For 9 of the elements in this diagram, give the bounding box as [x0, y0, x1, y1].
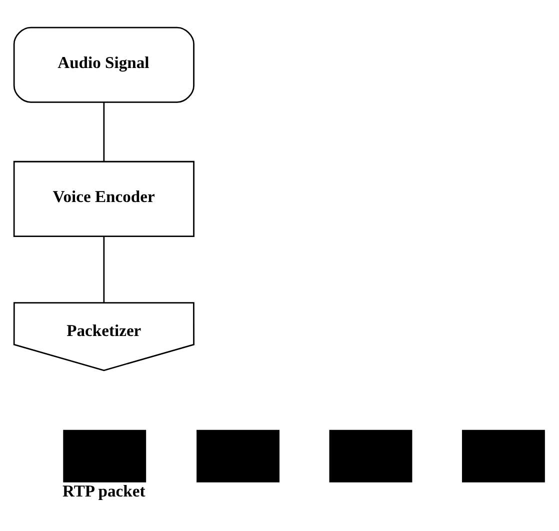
node-box [329, 429, 412, 482]
node-box: Voice Encoder [13, 160, 194, 236]
node-box: Audio Signal [13, 26, 194, 102]
connector [103, 236, 105, 302]
node-box [196, 429, 280, 482]
node-box [462, 429, 545, 482]
node-box [63, 429, 146, 482]
node-label: RTP packet [62, 480, 146, 500]
connector [103, 102, 105, 161]
